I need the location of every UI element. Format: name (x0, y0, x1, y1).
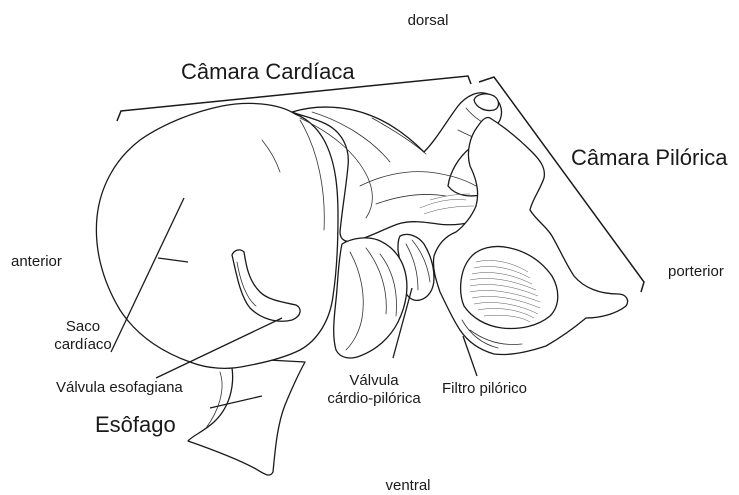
cardiac-chamber-label: Câmara Cardíaca (181, 59, 355, 85)
esophagus-label: Esôfago (95, 412, 176, 438)
pyloric-chamber-label: Câmara Pilórica (571, 145, 728, 171)
cardiac-sac-label-line1: Saco (33, 318, 133, 336)
cardiopyloric-valve-label-line2: cárdio-pilórica (312, 390, 436, 408)
posterior-label: porterior (668, 263, 724, 281)
pyloric-filter-label: Filtro pilórico (442, 380, 527, 398)
ventral-label: ventral (368, 477, 448, 495)
dorsal-label: dorsal (388, 12, 468, 30)
esophagus-shape (188, 358, 305, 475)
esophageal-valve-label: Válvula esofagiana (56, 379, 183, 397)
cardiopyloric-valve-label: Válvula cárdio-pilórica (312, 372, 436, 408)
anterior-label: anterior (11, 253, 62, 271)
cardiopyloric-valve-label-line1: Válvula (312, 372, 436, 390)
cardiac-sac-label-line2: cardíaco (33, 336, 133, 354)
cardiac-sac-label: Saco cardíaco (33, 318, 133, 354)
